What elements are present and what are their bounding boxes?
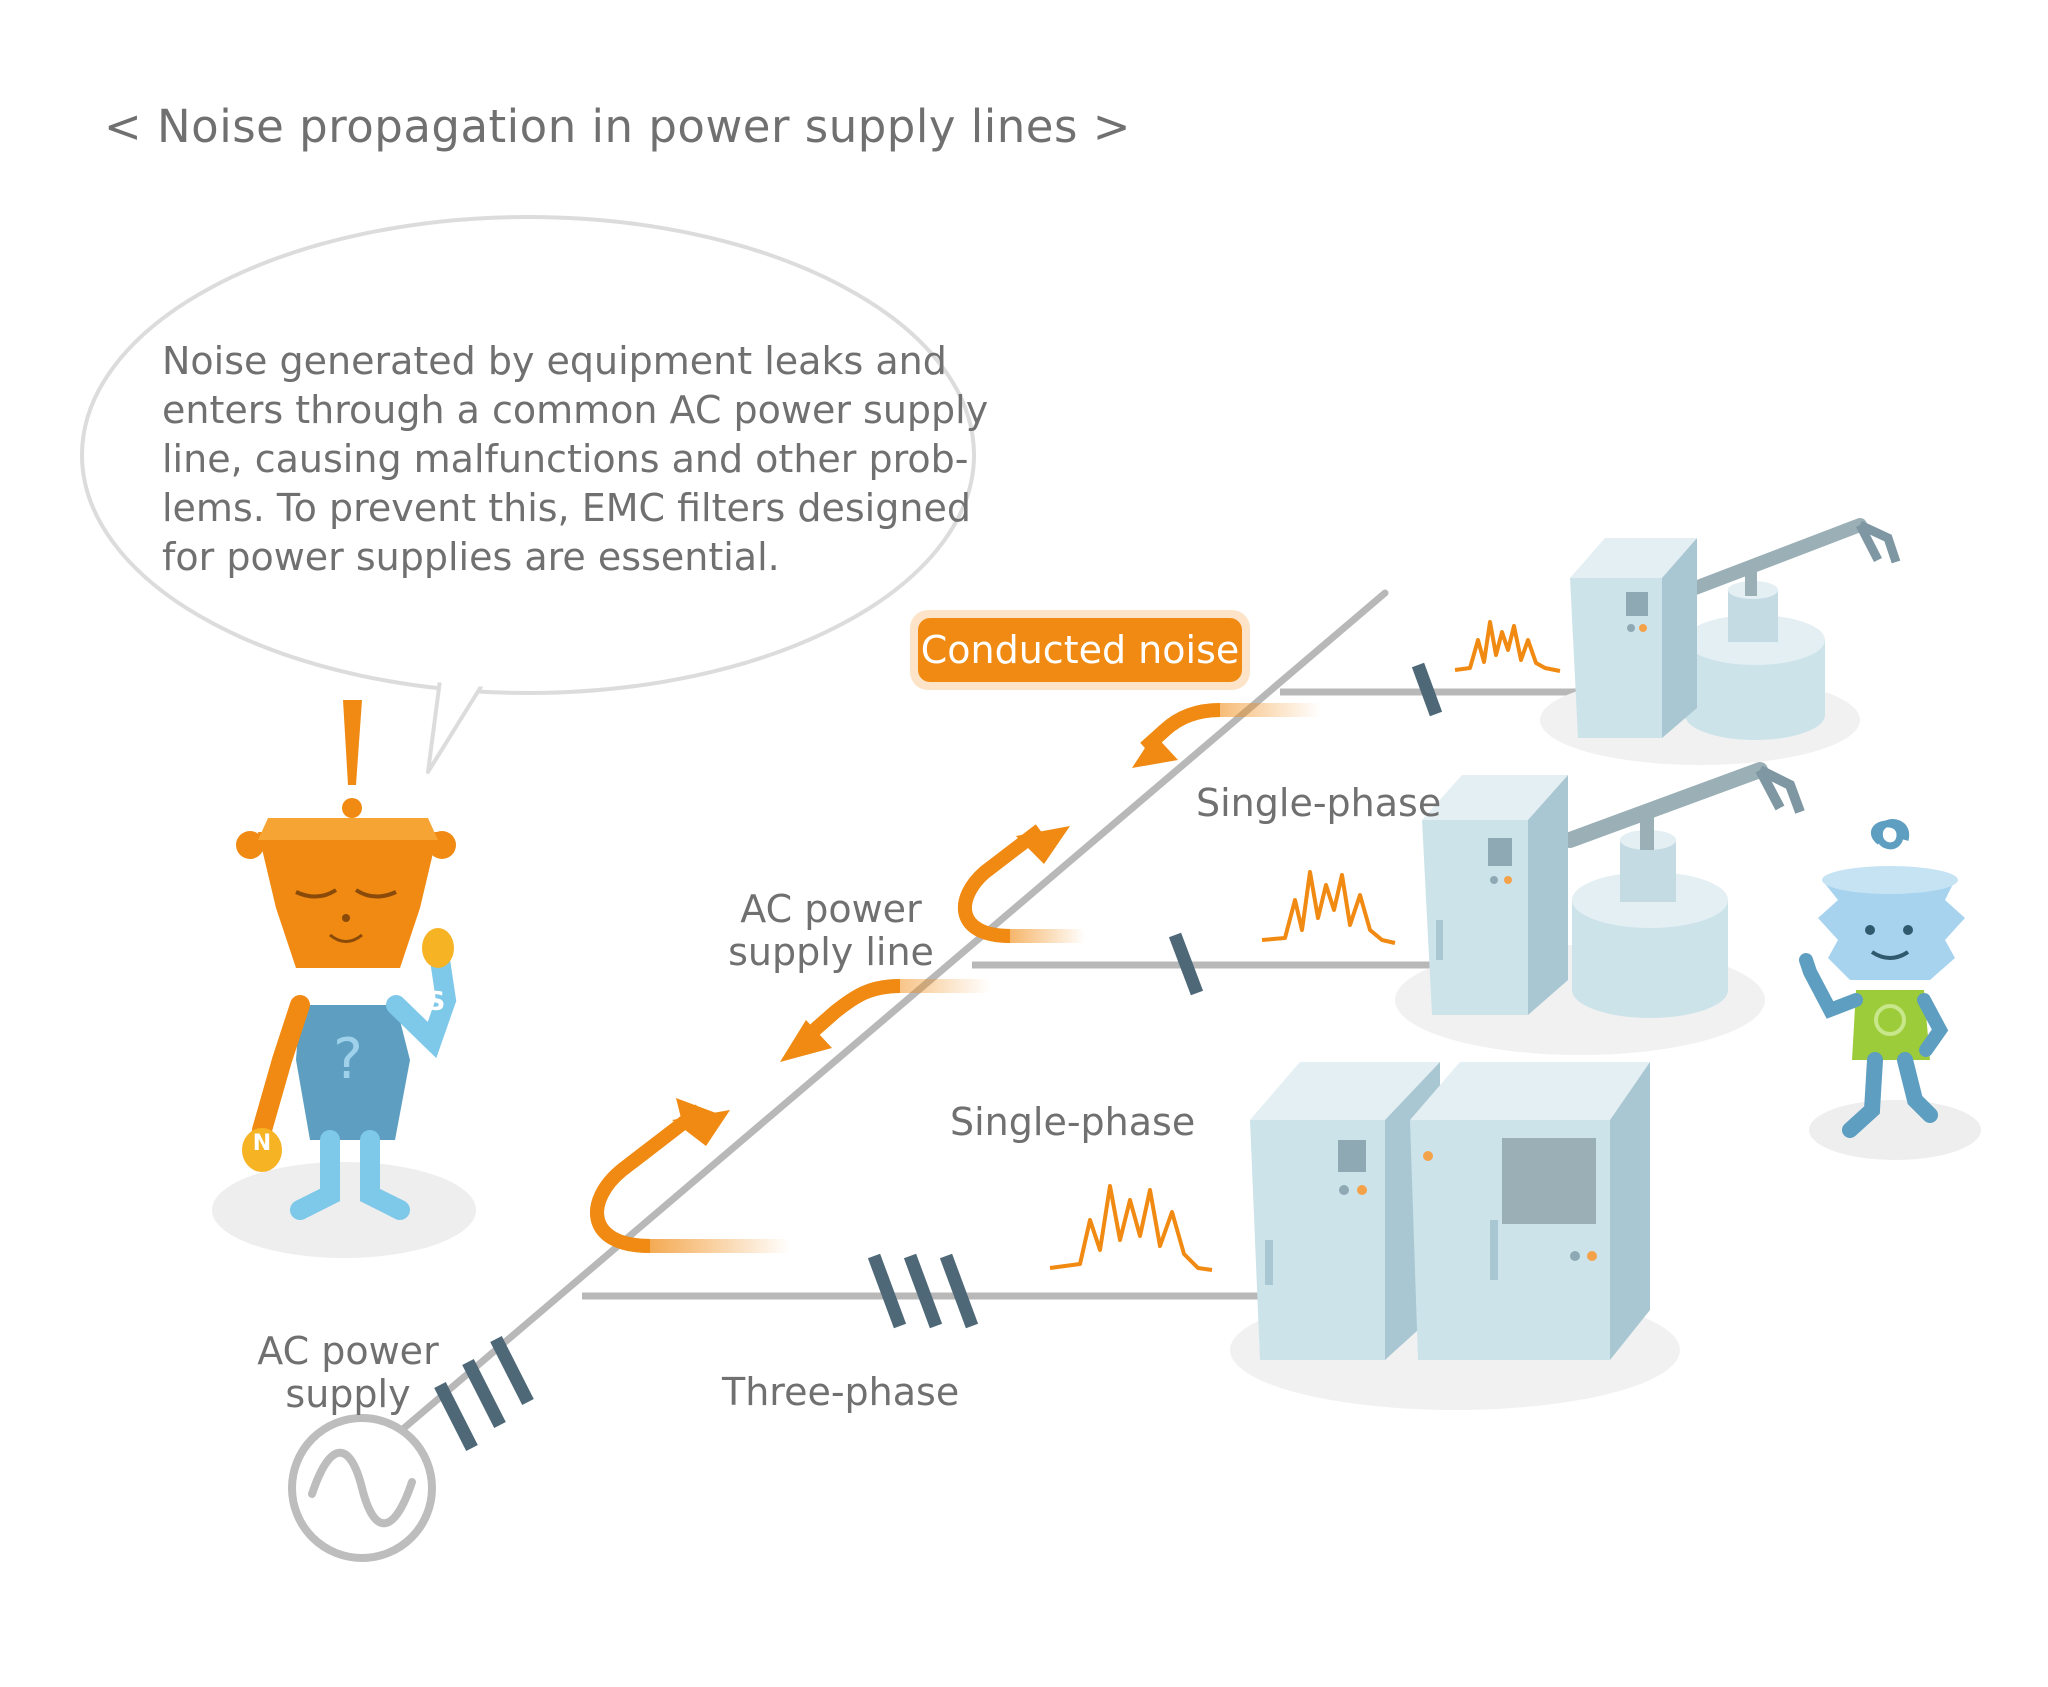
ac-power-supply-label: AC power supply xyxy=(248,1330,448,1416)
ac-power-supply-line-label: AC power supply line xyxy=(716,888,946,974)
speech-bubble xyxy=(80,215,976,774)
noise-arrow-down-top xyxy=(1132,703,1320,768)
shirt-letter: ? xyxy=(333,1027,363,1092)
sleeve-letter: S xyxy=(427,987,446,1017)
phase-mark xyxy=(1168,932,1204,996)
orange-character: ? S N xyxy=(212,700,476,1258)
label-line: supply xyxy=(285,1372,411,1416)
noise-arrow-up-bottom xyxy=(590,1098,790,1253)
machine-single-phase-top xyxy=(1540,518,1901,765)
phase-mark xyxy=(462,1359,506,1428)
ac-source-icon xyxy=(288,1414,436,1562)
phase-mark xyxy=(867,1253,907,1329)
machine-single-phase-middle xyxy=(1395,762,1805,1055)
noise-waveform-middle xyxy=(1261,870,1396,945)
phase-mark xyxy=(490,1336,534,1405)
blue-character xyxy=(1799,819,1981,1160)
single-phase-middle-label: Single-phase xyxy=(950,1100,1196,1144)
label-line: AC power xyxy=(257,1329,439,1373)
diagram-title: < Noise propagation in power supply line… xyxy=(104,100,1131,153)
single-phase-top-label: Single-phase xyxy=(1196,781,1442,825)
glove-letter: N xyxy=(253,1131,271,1156)
noise-waveforms xyxy=(1049,620,1561,1272)
speech-line: enters through a common AC power supply xyxy=(162,388,989,432)
noise-arrows xyxy=(590,703,1320,1253)
speech-line: line, causing malfunctions and other pro… xyxy=(162,437,969,481)
phase-mark xyxy=(1411,662,1443,717)
phase-mark xyxy=(903,1253,943,1329)
label-line: supply line xyxy=(728,930,934,974)
phase-mark xyxy=(939,1253,979,1329)
noise-arrow-down-middle xyxy=(780,979,990,1062)
noise-waveform-bottom xyxy=(1049,1184,1213,1272)
noise-waveform-top xyxy=(1454,620,1561,673)
phase-marks xyxy=(434,662,1443,1451)
phase-mark xyxy=(434,1382,478,1451)
machine-three-phase xyxy=(1230,1062,1680,1410)
speech-line: for power supplies are essential. xyxy=(162,535,780,579)
label-line: AC power xyxy=(740,887,922,931)
speech-line: lems. To prevent this, EMC filters desig… xyxy=(162,486,971,530)
conducted-noise-badge: Conducted noise xyxy=(910,610,1250,690)
speech-bubble-text: Noise generated by equipment leaks and e… xyxy=(162,337,989,582)
three-phase-label: Three-phase xyxy=(722,1370,960,1414)
noise-arrow-up-middle xyxy=(957,824,1085,943)
conducted-noise-label: Conducted noise xyxy=(918,618,1242,682)
speech-line: Noise generated by equipment leaks and xyxy=(162,339,947,383)
